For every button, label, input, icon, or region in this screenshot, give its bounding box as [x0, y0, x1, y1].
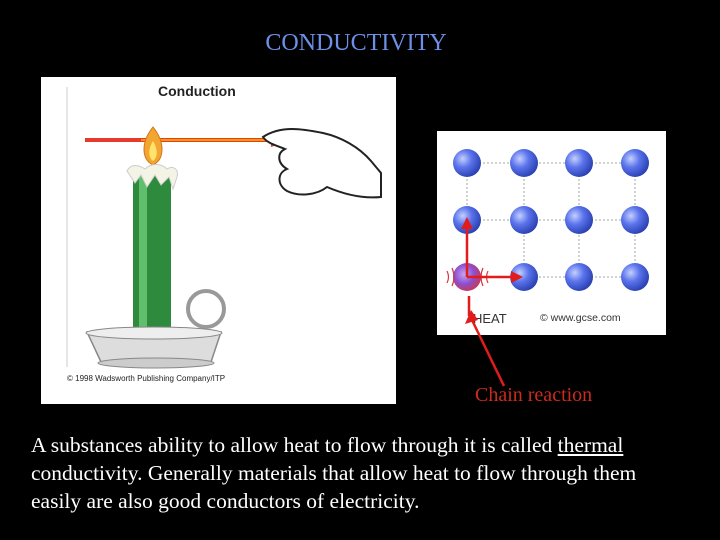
conduction-illustration: Conduction © 1998 Wadsworth Publishing C…	[41, 77, 396, 404]
body-text-part: conductivity. Generally materials that a…	[31, 461, 637, 513]
atom-icon	[453, 149, 481, 177]
body-text-underlined: thermal	[557, 433, 624, 457]
arrow-icon	[465, 310, 478, 324]
atom-icon	[510, 263, 538, 291]
lattice-drawing: HEAT © www.gcse.com	[446, 149, 649, 326]
conduction-heading: Conduction	[158, 83, 236, 99]
atom-icon	[621, 206, 649, 234]
body-text-part: A substances ability to allow heat to fl…	[31, 433, 558, 457]
atom-icon	[565, 263, 593, 291]
atom-icon	[621, 263, 649, 291]
atom-icon	[510, 206, 538, 234]
body-paragraph: A substances ability to allow heat to fl…	[31, 431, 691, 515]
arrow-right-icon	[511, 271, 523, 283]
atom-icon	[565, 149, 593, 177]
conduction-drawing: Conduction © 1998 Wadsworth Publishing C…	[66, 83, 382, 383]
atom-icon	[510, 149, 538, 177]
conduction-credit: © 1998 Wadsworth Publishing Company/ITP	[67, 374, 225, 383]
hand-icon	[261, 128, 382, 199]
atom-icon	[621, 149, 649, 177]
lattice-illustration: HEAT © www.gcse.com	[437, 131, 666, 335]
arrow-up-icon	[461, 217, 473, 229]
candle-icon	[133, 171, 171, 331]
caption-chain-reaction: Chain reaction	[475, 384, 593, 406]
heat-label: HEAT	[473, 311, 507, 326]
atom-icon	[565, 206, 593, 234]
slide-title: CONDUCTIVITY	[265, 30, 447, 56]
gcse-credit: © www.gcse.com	[540, 312, 621, 324]
caption-pointer	[465, 310, 506, 387]
